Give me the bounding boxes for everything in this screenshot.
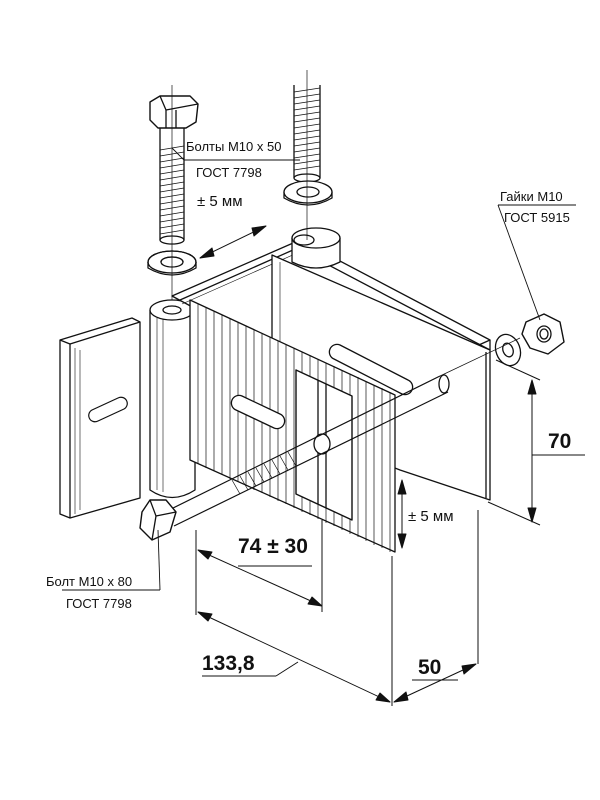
- right-washer: [494, 333, 522, 367]
- adjust-horizontal-label: ± 5 мм: [197, 193, 243, 210]
- front-plate-slot: [230, 394, 286, 430]
- dimension-adjust-vertical: [397, 479, 407, 549]
- through-bolt-head: [139, 499, 177, 541]
- adjust-vertical-label: ± 5 мм: [408, 508, 454, 525]
- hinge-cylinder: [149, 299, 196, 499]
- through-bolt: [139, 374, 450, 541]
- leader-lines: [62, 147, 576, 591]
- width-dimension-value: 50: [418, 656, 442, 679]
- height-dimension-value: 70: [548, 430, 572, 453]
- left-wall-plate: [59, 317, 141, 519]
- dimension-width: [391, 510, 479, 706]
- center-lines: [171, 70, 521, 377]
- dimension-adjust-horizontal: [199, 225, 267, 259]
- ribbed-front-plate: [189, 299, 396, 553]
- top-bolts-standard: ГОСТ 7798: [196, 165, 262, 180]
- length-dimension-value: 133,8: [202, 652, 255, 675]
- top-bolts-label: Болты М10 x 50: [186, 139, 282, 154]
- bottom-bolt-standard: ГОСТ 7798: [66, 596, 132, 611]
- dimension-height: [487, 359, 585, 526]
- right-hex-nut: [521, 313, 565, 355]
- nuts-standard: ГОСТ 5915: [504, 210, 570, 225]
- top-left-bolt: [149, 95, 199, 245]
- top-right-washer: [283, 180, 333, 206]
- left-plate-slot: [88, 396, 128, 423]
- dimension-length: [195, 540, 391, 703]
- rear-plate-slot: [328, 343, 414, 396]
- upper-sleeve: [291, 227, 341, 269]
- bottom-bolt-label: Болт М10 x 80: [46, 574, 133, 589]
- slot-offset-dimension-value: 74 ± 30: [238, 535, 308, 558]
- nuts-label: Гайки М10: [500, 189, 563, 204]
